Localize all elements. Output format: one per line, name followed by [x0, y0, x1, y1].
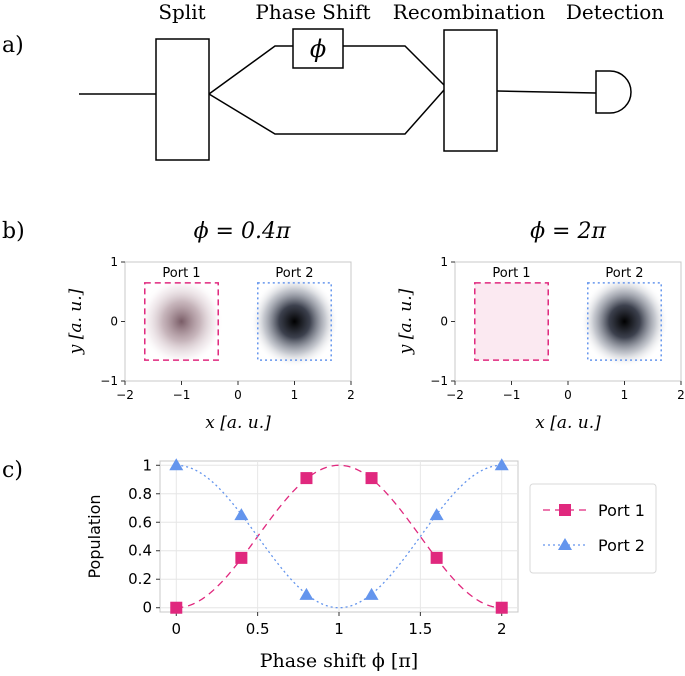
- panel-a: a) Split Phase Shift Recombination Detec…: [2, 0, 664, 161]
- port1-label: Port 1: [492, 266, 530, 281]
- port1-fill: [474, 282, 549, 361]
- series-line-2: [176, 464, 502, 609]
- y-tick-label: −1: [100, 374, 118, 388]
- x-tick-label: 1: [291, 388, 299, 402]
- panel-label-a: a): [2, 33, 24, 58]
- y-tick-label: 0.4: [128, 542, 152, 560]
- x-tick-label: −1: [173, 388, 191, 402]
- port2-label: Port 2: [275, 266, 313, 281]
- x-tick-label: 2: [497, 620, 507, 638]
- port2-label: Port 2: [605, 266, 643, 281]
- x-tick-label: 0: [171, 620, 181, 638]
- legend-marker-port2: [558, 538, 572, 550]
- lower-arm: [208, 89, 445, 135]
- legend: Port 1 Port 2: [529, 483, 657, 574]
- y-tick-label: 0: [142, 599, 152, 617]
- port2-blob: [580, 275, 669, 368]
- data-point-port1: [495, 601, 508, 614]
- legend-marker-port1: [559, 504, 571, 516]
- y-tick-label: 1: [440, 255, 448, 269]
- x-tick-label: 2: [347, 388, 355, 402]
- x-tick-label: 0: [234, 388, 242, 402]
- y-tick-label: 0.2: [128, 570, 152, 588]
- phase-shift-label: Phase Shift: [255, 0, 370, 24]
- series-line-1: [176, 464, 502, 609]
- x-axis-label: Phase shift ϕ [π]: [260, 650, 418, 672]
- data-point-port2: [169, 458, 184, 471]
- panel-label-c: c): [2, 458, 23, 483]
- y-tick-label: 1: [142, 456, 152, 474]
- port1-blob: [139, 277, 224, 366]
- y-axis-label: Population: [85, 494, 104, 578]
- data-point-port2: [364, 587, 379, 600]
- map-title: ϕ = 2π: [530, 219, 606, 244]
- data-point-port1: [300, 472, 313, 485]
- data-point-port1: [235, 551, 248, 564]
- data-point-port2: [234, 508, 249, 521]
- legend-label-port1: Port 1: [598, 501, 645, 520]
- port2-blob: [250, 275, 339, 368]
- x-tick-label: 1.5: [408, 620, 432, 638]
- data-point-port2: [494, 458, 509, 471]
- y-tick-label: −1: [430, 374, 448, 388]
- data-point-port1: [365, 472, 378, 485]
- y-tick-label: 0.8: [128, 485, 152, 503]
- y-tick-label: 1: [110, 255, 118, 269]
- legend-label-port2: Port 2: [598, 536, 645, 555]
- data-point-port1: [430, 551, 443, 564]
- legend-box: [529, 483, 657, 574]
- y-tick-label: 0: [110, 315, 118, 329]
- recombination-label: Recombination: [393, 0, 546, 24]
- port1-label: Port 1: [162, 266, 200, 281]
- y-tick-label: 0.6: [128, 513, 152, 531]
- x-axis-label: x [a. u.]: [535, 413, 601, 433]
- x-tick-label: 0: [564, 388, 572, 402]
- split-label: Split: [158, 0, 205, 24]
- x-tick-label: 1: [621, 388, 629, 402]
- x-tick-label: −1: [503, 388, 521, 402]
- y-tick-label: 0: [440, 315, 448, 329]
- splitter-box: [155, 38, 210, 161]
- x-tick-label: −2: [116, 388, 134, 402]
- data-point-port2: [429, 508, 444, 521]
- x-tick-label: 1: [334, 620, 344, 638]
- output-beam: [496, 90, 597, 94]
- y-axis-label: y [a. u.]: [396, 288, 416, 355]
- x-tick-label: 0.5: [246, 620, 270, 638]
- port2-box: [257, 282, 332, 361]
- recombiner-box: [443, 29, 498, 152]
- x-tick-label: −2: [446, 388, 464, 402]
- detector-icon: [595, 70, 632, 114]
- detection-label: Detection: [566, 0, 664, 24]
- y-axis-label: y [a. u.]: [66, 288, 86, 355]
- x-tick-label: 2: [677, 388, 685, 402]
- data-point-port2: [299, 587, 314, 600]
- x-axis-label: x [a. u.]: [205, 413, 271, 433]
- port2-box: [587, 282, 662, 361]
- phase-symbol: ϕ: [310, 35, 326, 63]
- data-point-port1: [170, 601, 183, 614]
- phase-shifter-box: [292, 28, 344, 69]
- port1-box: [144, 282, 219, 361]
- port1-box: [474, 282, 549, 361]
- map-title: ϕ = 0.4π: [194, 219, 291, 244]
- panel-label-b: b): [2, 219, 25, 244]
